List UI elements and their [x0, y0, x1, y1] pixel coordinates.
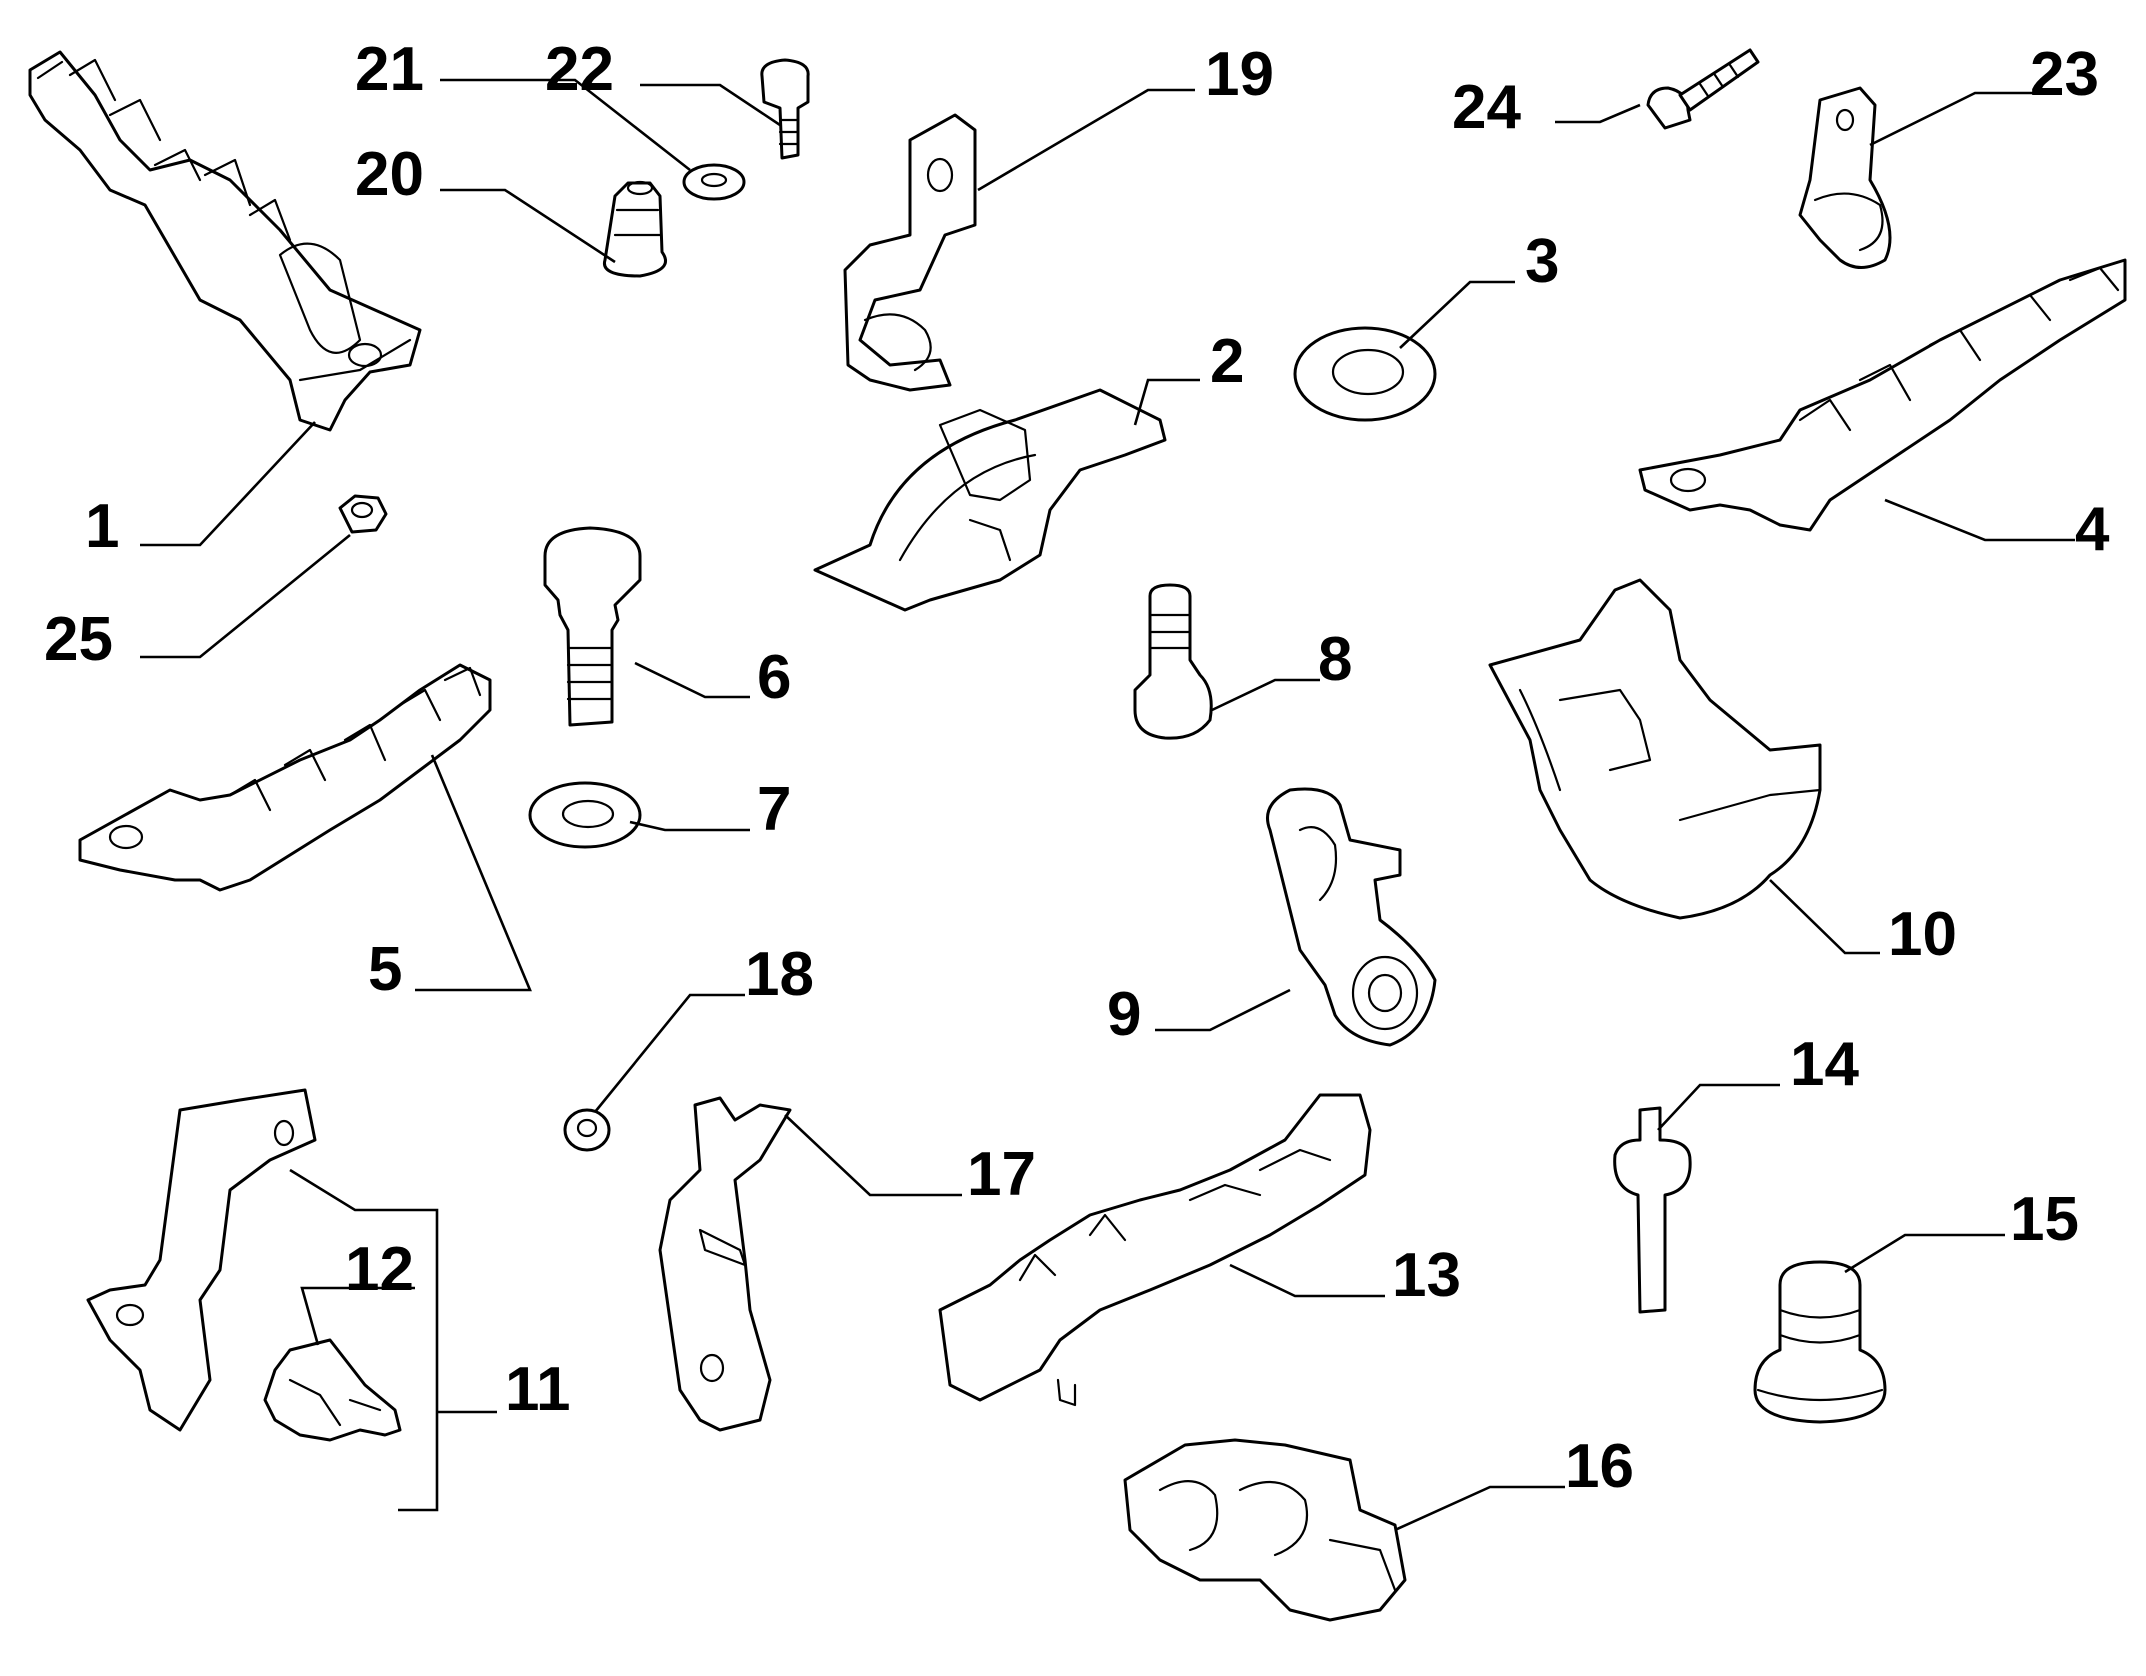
- part-23-clamp-bracket: [1798, 86, 1892, 269]
- leader-8: [1211, 678, 1320, 712]
- leader-14: [1657, 1083, 1780, 1131]
- leader-23: [1869, 91, 2035, 147]
- callout-7: 7: [757, 775, 791, 844]
- leader-12: [300, 1286, 415, 1346]
- callout-11: 11: [505, 1355, 571, 1424]
- leader-22: [640, 83, 781, 127]
- part-18-small-nut: [563, 1108, 611, 1152]
- leader-16: [1394, 1485, 1565, 1532]
- callout-1: 1: [85, 492, 119, 561]
- callout-20: 20: [355, 140, 424, 209]
- callout-labels: 1 25 20 21 22 19 2 3 24 23 4 6 8 7 5 10 …: [44, 35, 2110, 1501]
- part-8-cap-screw: [1133, 583, 1213, 740]
- part-4-pipe-bracket: [1638, 258, 2127, 532]
- part-7-washer: [528, 781, 642, 849]
- leader-21: [440, 78, 691, 172]
- callout-2: 2: [1210, 327, 1244, 396]
- leader-lines: [140, 78, 2075, 1532]
- callout-9: 9: [1107, 980, 1141, 1049]
- leader-3: [1399, 280, 1515, 349]
- callout-5: 5: [368, 935, 402, 1004]
- part-10-strap-clip: [1488, 578, 1822, 920]
- leader-4: [1884, 498, 2075, 542]
- part-9-pipe-clip: [1266, 787, 1437, 1047]
- callout-17: 17: [967, 1140, 1036, 1209]
- callout-10: 10: [1888, 900, 1957, 969]
- leader-13: [1229, 1263, 1385, 1298]
- leader-19: [977, 88, 1195, 192]
- callout-8: 8: [1318, 625, 1352, 694]
- leader-1: [140, 421, 316, 547]
- leader-18: [593, 993, 745, 1113]
- part-12-clip: [263, 1338, 402, 1442]
- part-2-arched-clip: [813, 388, 1167, 612]
- part-16-double-clip: [1123, 1438, 1407, 1622]
- part-6-shoulder-bolt: [543, 526, 642, 727]
- part-17-bracket-strip: [658, 1096, 792, 1432]
- callout-19: 19: [1205, 40, 1274, 109]
- part-24-flange-bolt: [1646, 48, 1760, 130]
- callout-24: 24: [1452, 73, 1521, 142]
- callout-15: 15: [2010, 1185, 2079, 1254]
- callout-12: 12: [345, 1235, 414, 1304]
- callout-13: 13: [1392, 1241, 1461, 1310]
- part-1-pipe-bracket: [28, 50, 422, 432]
- leader-17: [784, 1114, 962, 1197]
- callout-23: 23: [2030, 40, 2099, 109]
- leader-24: [1555, 103, 1641, 124]
- leader-11: [289, 1168, 439, 1512]
- callout-25: 25: [44, 605, 113, 674]
- leader-10: [1769, 879, 1880, 955]
- leader-15: [1844, 1233, 2005, 1274]
- part-20-rivet-nut: [602, 180, 667, 278]
- leader-9: [1155, 988, 1291, 1032]
- callout-4: 4: [2075, 495, 2110, 564]
- leader-5: [415, 754, 532, 992]
- callout-22: 22: [545, 35, 614, 104]
- leader-7: [629, 820, 750, 832]
- leader-20: [440, 188, 616, 264]
- part-21-washer: [682, 163, 746, 201]
- part-3-flat-washer: [1293, 326, 1437, 422]
- callout-21: 21: [355, 35, 424, 104]
- callout-16: 16: [1565, 1432, 1634, 1501]
- leader-6: [634, 661, 750, 699]
- part-22-bolt: [760, 58, 810, 160]
- callout-6: 6: [757, 643, 791, 712]
- part-11-bracket: [86, 1088, 317, 1432]
- leader-2: [1133, 378, 1200, 426]
- callout-18: 18: [745, 940, 814, 1009]
- part-25-flange-nut: [338, 494, 388, 534]
- callout-14: 14: [1790, 1030, 1859, 1099]
- callout-3: 3: [1525, 227, 1559, 296]
- leader-25: [140, 533, 351, 659]
- part-5-pipe-bracket: [78, 663, 492, 892]
- part-15-spacer: [1753, 1260, 1887, 1424]
- part-13-pipe-clip: [938, 1093, 1372, 1407]
- part-14-pin: [1613, 1106, 1692, 1314]
- part-19-hose-clamp-bracket: [843, 113, 977, 392]
